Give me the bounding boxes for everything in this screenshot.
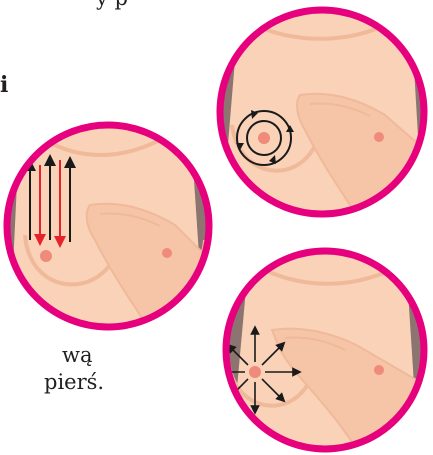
illustration-vertical-strips bbox=[0, 120, 220, 340]
illustration-radial-lines bbox=[220, 245, 433, 455]
illustration-circular-motion bbox=[210, 0, 433, 230]
